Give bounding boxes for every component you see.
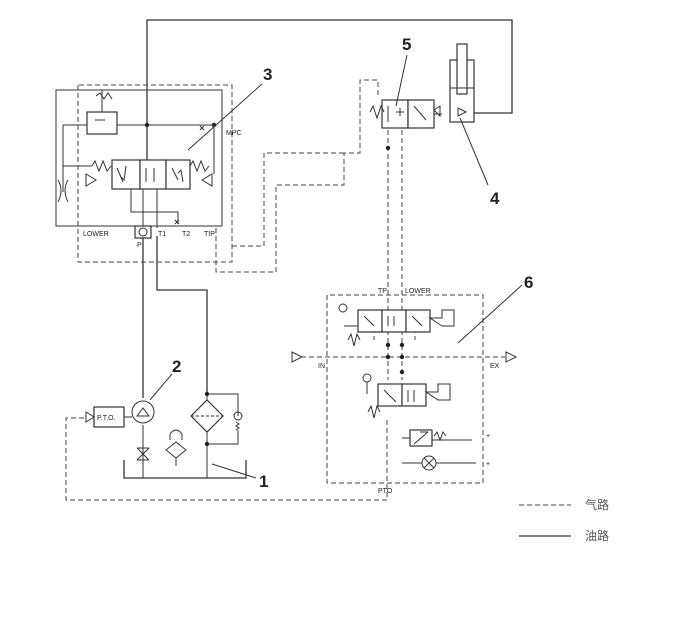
ex-label: EX	[490, 363, 500, 370]
oil-line-to-cylinder	[146, 19, 513, 167]
callout-2: 2	[172, 357, 181, 376]
air-line-to-pto	[65, 417, 388, 501]
tip-label: TIP	[204, 231, 215, 238]
callout-6: 6	[524, 273, 533, 292]
valve3-body	[55, 89, 223, 227]
air-valve-5	[369, 99, 442, 129]
directional-valve-3: MPC LOWER P T1 T2 TIP	[55, 89, 242, 249]
air-line-tip-to-valve5	[215, 79, 379, 273]
lower-label: LOWER	[83, 231, 109, 238]
pump-unit: P.T.O.	[85, 391, 243, 466]
t2-label: T2	[182, 231, 190, 238]
oil-lines	[62, 19, 513, 479]
pto-label: P.T.O.	[97, 415, 116, 422]
tank-reservoir	[123, 460, 247, 479]
legend: 气路 油路	[519, 497, 609, 543]
in-label: IN	[318, 363, 325, 370]
callout-4: 4	[490, 189, 500, 208]
callouts: 3 5 4 6 2 1	[149, 35, 533, 491]
valve3-dashed-frame	[77, 84, 233, 263]
port-p-label: P	[137, 242, 142, 249]
callout-3: 3	[263, 65, 272, 84]
panel6-dashed-frame	[326, 294, 484, 484]
pto-panel-label: PTO	[378, 488, 393, 495]
lower-panel-label: LOWER	[405, 288, 431, 295]
pump-2	[131, 400, 155, 424]
callout-5: 5	[402, 35, 411, 54]
mpc-label: MPC	[226, 130, 242, 137]
control-panel-6: TP LOWER + + IN EX PTO	[291, 145, 518, 495]
plus-label-1: +	[486, 433, 490, 440]
oil-line-return	[156, 236, 208, 394]
legend-oil-label: 油路	[585, 528, 609, 543]
t1-label: T1	[158, 231, 166, 238]
callout-1: 1	[259, 472, 268, 491]
legend-air-label: 气路	[585, 497, 609, 512]
tip-cylinder-4	[449, 43, 475, 123]
tp-label: TP	[378, 288, 387, 295]
plus-label-2: +	[486, 461, 490, 468]
